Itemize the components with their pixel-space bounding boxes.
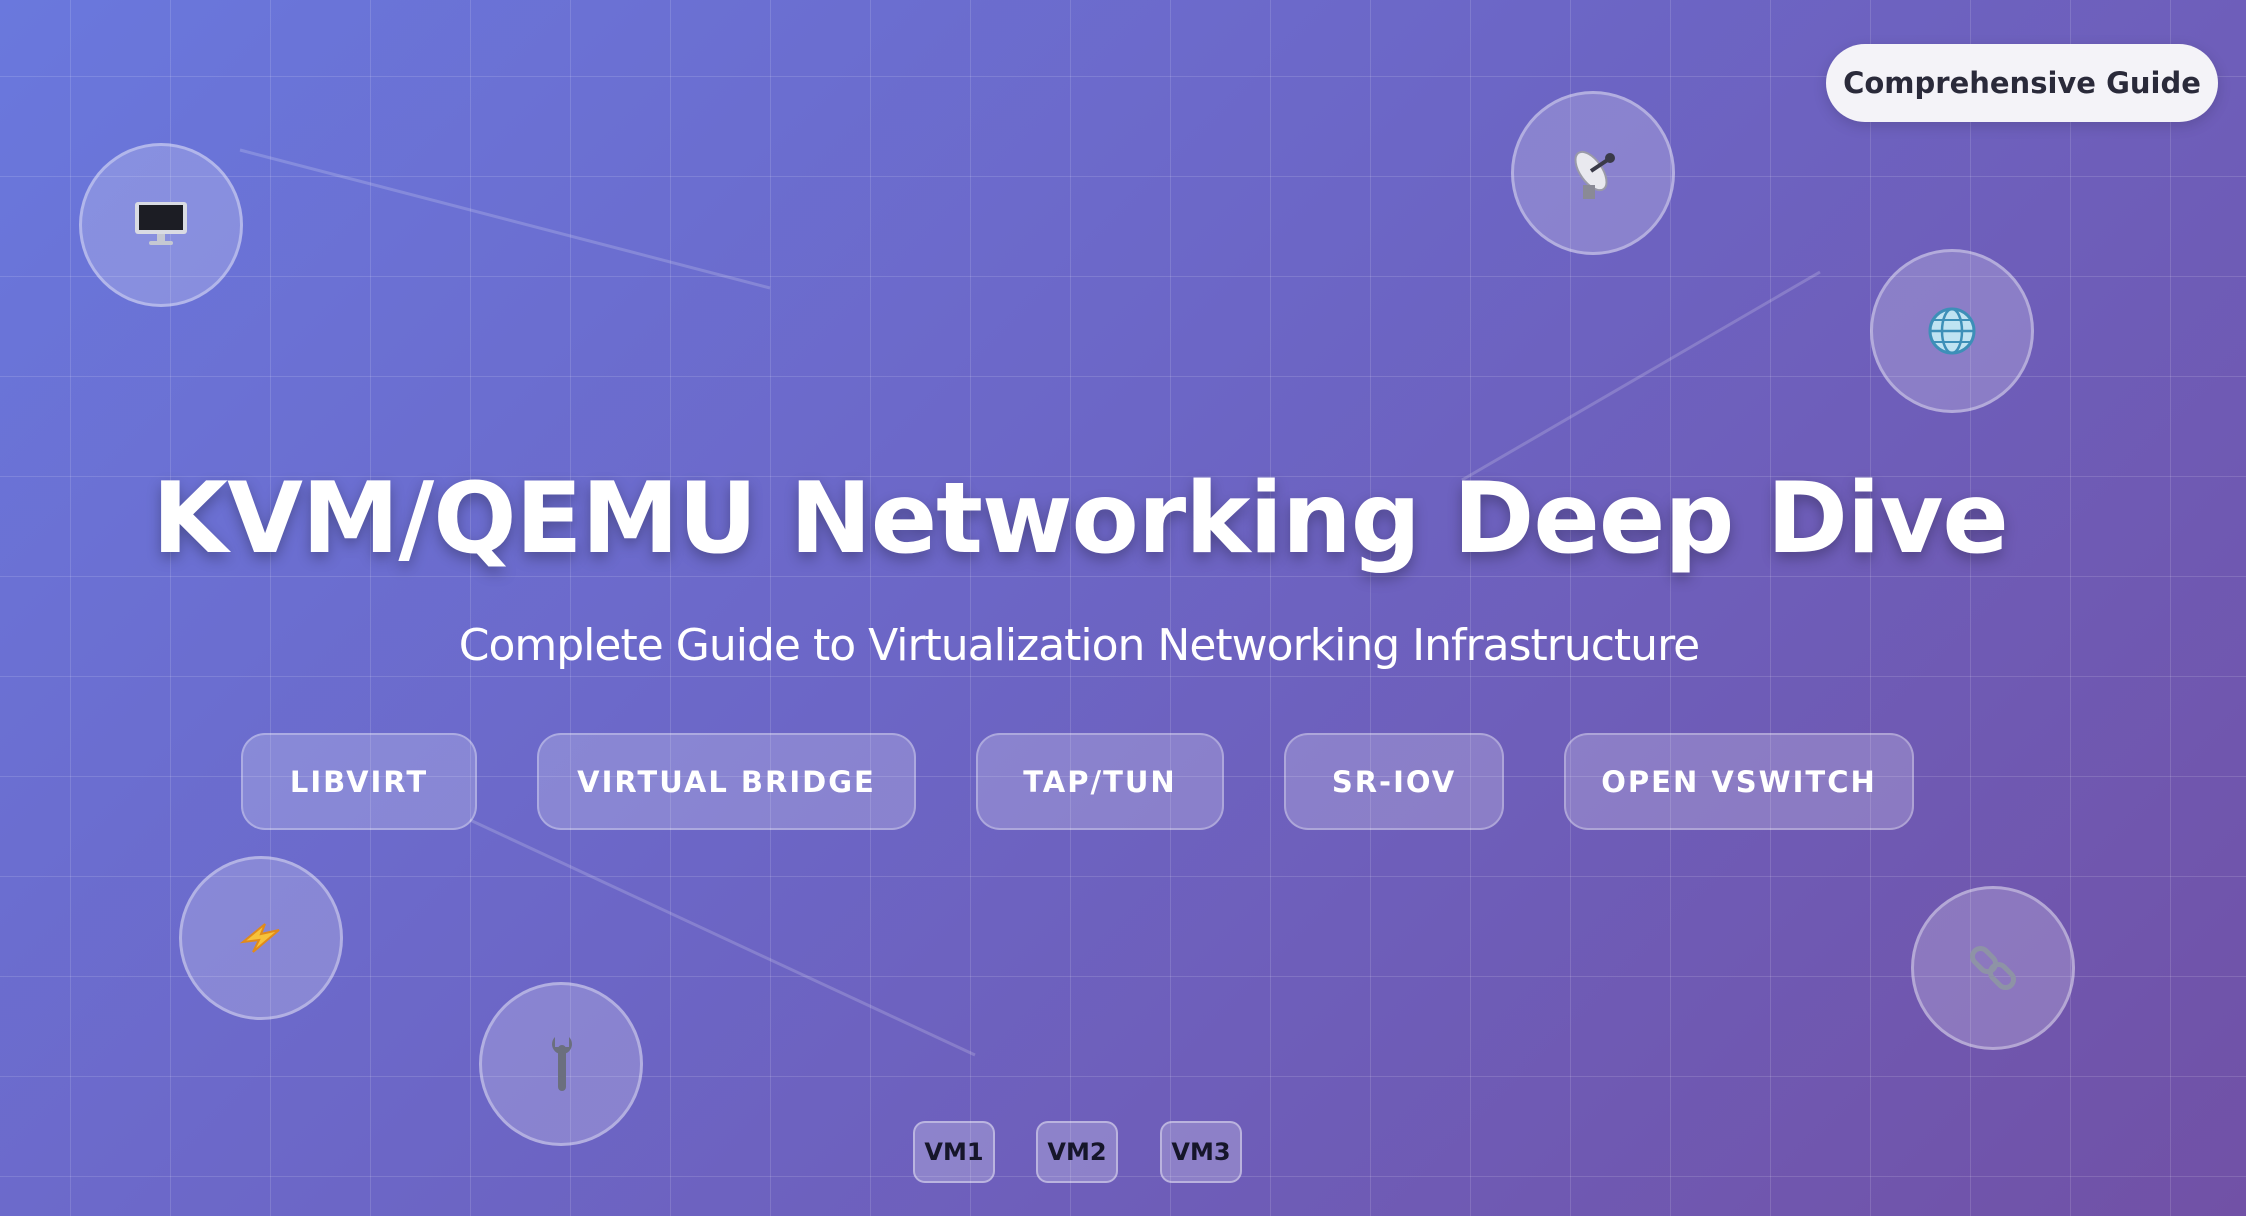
node-link [1911,886,2075,1050]
guide-badge-label: Comprehensive Guide [1843,66,2201,100]
node-lightning [179,856,343,1020]
topic-chip-open-vswitch[interactable]: OPEN VSWITCH [1564,733,1914,830]
wrench-icon [541,1033,581,1095]
topic-chip-label: VIRTUAL BRIDGE [577,764,876,799]
satellite-antenna-icon [1563,143,1623,203]
topic-chip-tap-tun[interactable]: TAP/TUN [976,733,1224,830]
topic-chip-label: SR-IOV [1331,764,1457,799]
vm-box-2: VM2 [1036,1121,1118,1183]
topic-chip-virtual-bridge[interactable]: VIRTUAL BRIDGE [537,733,916,830]
vm-label: VM2 [1047,1138,1107,1166]
link-icon [1965,940,2021,996]
node-satellite [1511,91,1675,255]
node-wrench [479,982,643,1146]
node-globe [1870,249,2034,413]
topic-chip-libvirt[interactable]: LIBVIRT [241,733,477,830]
lightning-icon [235,918,287,958]
topic-chip-label: LIBVIRT [289,764,429,799]
guide-badge: Comprehensive Guide [1826,44,2218,122]
topic-chip-label: TAP/TUN [1023,764,1177,799]
globe-icon [1926,305,1978,357]
topic-chip-label: OPEN VSWITCH [1601,764,1877,799]
page-title: KVM/QEMU Networking Deep Dive [152,462,2009,576]
page-subtitle: Complete Guide to Virtualization Network… [458,620,1701,671]
vm-box-3: VM3 [1160,1121,1242,1183]
vm-label: VM3 [1171,1138,1231,1166]
computer-icon [133,200,189,250]
node-computer [79,143,243,307]
vm-box-1: VM1 [913,1121,995,1183]
vm-label: VM1 [924,1138,984,1166]
topic-chip-sr-iov[interactable]: SR-IOV [1284,733,1504,830]
